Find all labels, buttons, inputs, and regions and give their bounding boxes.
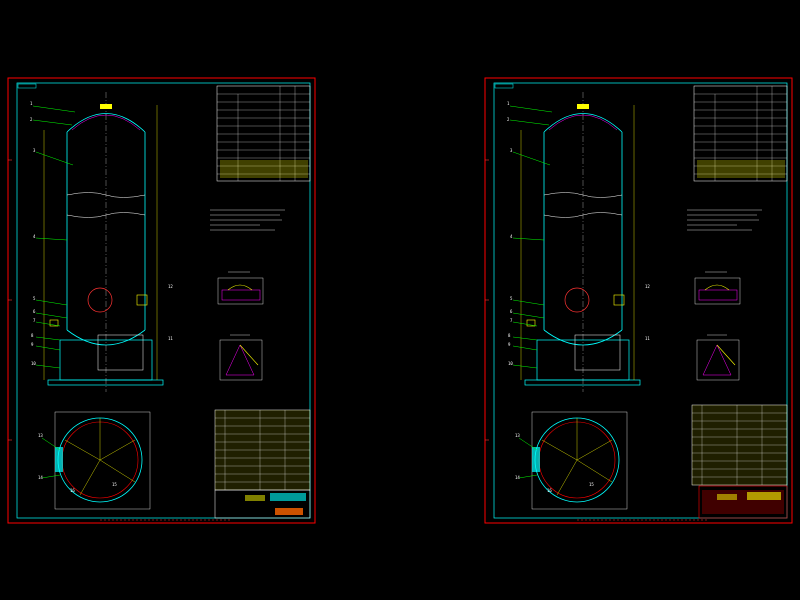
part-number: 2 (30, 117, 33, 122)
plan-number: 14 (38, 475, 43, 480)
sheet-border (16, 82, 311, 519)
plan-leader (41, 437, 61, 451)
leaders (32, 105, 76, 369)
nozzle-side (136, 294, 148, 306)
plan-nozzle (55, 447, 63, 472)
part-number: 9 (31, 342, 34, 347)
detail-view-b (219, 334, 263, 381)
part-number: 1 (30, 101, 33, 106)
part-number: 11 (168, 336, 173, 341)
part-number: 4 (510, 234, 513, 239)
detail-view-b (696, 334, 740, 381)
plan-number: 13 (38, 433, 43, 438)
part-number: 11 (645, 336, 650, 341)
manhole (87, 287, 113, 313)
part-number: 10 (508, 361, 513, 366)
vessel-elevation (43, 92, 164, 392)
ruler-left (485, 159, 707, 521)
design-data-table (216, 85, 311, 182)
design-data-table (693, 85, 788, 182)
drawing-sheet-right: 1 2 3 4 5 6 7 8 9 10 11 12 13 (484, 77, 793, 524)
plan-view: 13 14 15 16 (515, 411, 628, 510)
leaders (509, 105, 553, 369)
plan-view: 13 14 15 16 (38, 411, 151, 510)
plan-number: 16 (547, 488, 552, 493)
plan-number: 15 (112, 482, 117, 487)
plan-number: 16 (70, 488, 75, 493)
parts-list-table (214, 409, 311, 491)
part-numbers: 1 2 3 4 5 6 7 8 9 10 11 12 (30, 101, 173, 366)
nozzle-top (100, 104, 112, 109)
part-number: 10 (31, 361, 36, 366)
title-tag (494, 83, 514, 89)
plan-radials (64, 418, 136, 496)
part-number: 4 (33, 234, 36, 239)
part-number: 3 (33, 148, 36, 153)
parts-list-table (691, 404, 788, 486)
sheet-frame (7, 77, 316, 524)
part-number: 8 (508, 333, 511, 338)
ruler-left (8, 159, 230, 521)
part-number: 1 (507, 101, 510, 106)
technical-notes (687, 209, 762, 231)
technical-notes (210, 209, 285, 231)
inner-support (97, 334, 144, 371)
plan-number: 13 (515, 433, 520, 438)
title-block (698, 485, 788, 519)
sheet-border (493, 82, 788, 519)
base-ring (47, 379, 164, 386)
part-number: 12 (645, 284, 650, 289)
nozzle-lower (49, 319, 59, 327)
top-head (66, 113, 146, 133)
part-numbers: 1 2 3 4 5 6 7 8 9 10 11 12 (507, 101, 650, 366)
part-number: 8 (31, 333, 34, 338)
part-number: 3 (510, 148, 513, 153)
part-number: 12 (168, 284, 173, 289)
sheet-frame (484, 77, 793, 524)
title-block (214, 489, 311, 519)
part-number: 7 (510, 318, 513, 323)
part-number: 6 (33, 309, 36, 314)
part-number: 6 (510, 309, 513, 314)
plan-number: 15 (589, 482, 594, 487)
plan-number: 14 (515, 475, 520, 480)
part-number: 5 (510, 296, 513, 301)
plan-leader (41, 474, 61, 479)
plan-frame (54, 411, 151, 510)
part-number: 2 (507, 117, 510, 122)
drawing-sheet-left: 1 2 3 4 5 6 7 8 9 10 11 12 (7, 77, 316, 524)
part-number: 9 (508, 342, 511, 347)
title-tag (17, 83, 37, 89)
detail-view-a (694, 271, 741, 305)
part-number: 7 (33, 318, 36, 323)
part-number: 5 (33, 296, 36, 301)
vessel-elevation (520, 92, 641, 392)
detail-view-a (217, 271, 264, 305)
